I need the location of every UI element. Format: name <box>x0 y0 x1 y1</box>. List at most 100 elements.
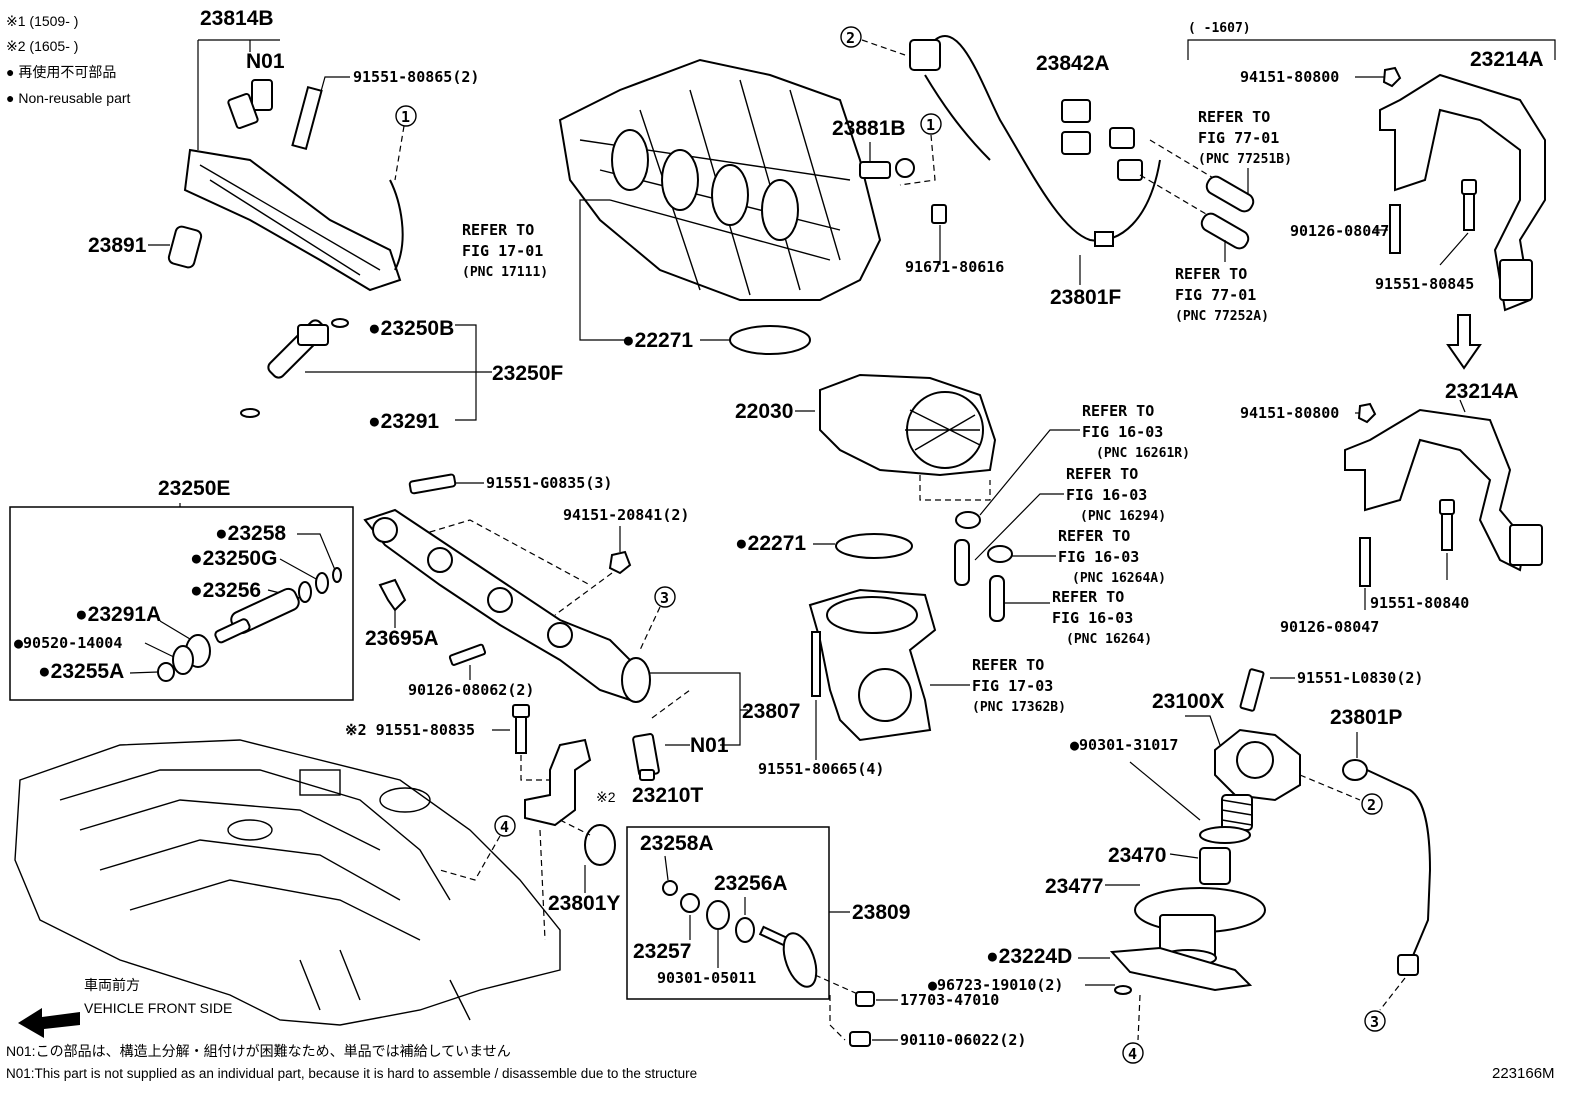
dash-1-top <box>394 125 405 181</box>
dash-23210T <box>651 689 691 719</box>
bolt-g0835-icon <box>408 473 457 495</box>
label-23477: 23477 <box>1045 875 1103 898</box>
bolt-90110-icon <box>849 1031 871 1047</box>
circle-2-pump-label: 2 <box>1367 796 1376 814</box>
label-23250F: 23250F <box>492 362 563 385</box>
circle-4-left-label: 4 <box>500 818 509 836</box>
bracket-23214A-top-icon <box>1379 73 1546 312</box>
injector-icon <box>240 318 349 418</box>
dash-4-left <box>439 835 501 881</box>
label-90110-06022: 90110-06022(2) <box>900 1031 1026 1049</box>
bolt-91551-80840-icon <box>1439 499 1455 551</box>
bolt-icon <box>291 85 323 151</box>
label-23809: 23809 <box>852 901 910 924</box>
label-23210T: 23210T <box>632 784 703 807</box>
hose-icons <box>1200 175 1255 250</box>
ref-16264: REFER TO FIG 16-03 (PNC 16264) <box>1052 588 1152 647</box>
label-91551-80845: 91551-80845 <box>1375 275 1474 293</box>
pressure-sensor-icon <box>227 79 273 130</box>
dash-4-pump <box>1137 994 1141 1041</box>
bolt-l0830-icon <box>1239 668 1265 712</box>
svg-text:FIG 77-01: FIG 77-01 <box>1198 129 1279 147</box>
circle-1-mid-label: 1 <box>926 116 935 134</box>
circle-3-pump-label: 3 <box>1370 1013 1379 1031</box>
leader-16261R <box>979 429 1080 516</box>
label-22271-top: ●22271 <box>622 329 693 352</box>
box-23809 <box>626 826 830 1000</box>
circle-4-pump <box>1122 1042 1144 1064</box>
fuel-pipe-23801F-icon <box>909 35 1161 247</box>
circle-3-mid <box>654 586 676 608</box>
dash-3-mid <box>639 606 661 651</box>
bolt-80835-icon <box>512 704 530 754</box>
label-23256A: 23256A <box>714 872 788 895</box>
svg-text:(PNC 16294): (PNC 16294) <box>1080 509 1166 524</box>
dash-rail <box>419 519 591 586</box>
dash-80835 <box>520 755 550 781</box>
bolt-91551-80845-icon <box>1461 179 1477 231</box>
ref-16261R: REFER TO FIG 16-03 (PNC 16261R) <box>1082 402 1190 461</box>
pressure-sensor-23210T-icon <box>632 733 660 781</box>
circle-2-top <box>840 26 862 48</box>
label-94151-20841: 94151-20841(2) <box>563 506 689 524</box>
stud-bottom-icon <box>1359 537 1371 587</box>
circle-4-pump-label: 4 <box>1128 1045 1137 1063</box>
label-23891: 23891 <box>88 234 147 257</box>
label-90301-31017: ●90301-31017 <box>1070 736 1178 754</box>
label-23881B: 23881B <box>832 117 906 140</box>
leader-manifold <box>579 199 625 341</box>
legend-nonreusable-en: ● Non-reusable part <box>6 90 131 106</box>
label-94151-80800-bottom: 94151-80800 <box>1240 404 1339 422</box>
label-23256: ●23256 <box>190 579 261 602</box>
label-23250E: 23250E <box>158 477 230 500</box>
nut-20841-icon <box>608 550 632 575</box>
clamp-23881B-icon <box>859 158 915 179</box>
circle-1-top-label: 1 <box>401 108 410 126</box>
label-23695A: 23695A <box>365 627 439 650</box>
lifter-23470-icon <box>1199 847 1231 885</box>
label-23258A: 23258A <box>640 832 714 855</box>
label-90520-14004: ●90520-14004 <box>14 634 122 652</box>
circle-2-pump <box>1361 793 1383 815</box>
footer-n01-en: N01:This part is not supplied as an indi… <box>6 1066 697 1081</box>
check-valve-parts-icon <box>662 880 818 988</box>
label-23801F: 23801F <box>1050 286 1121 309</box>
svg-text:FIG 16-03: FIG 16-03 <box>1082 423 1163 441</box>
label-23807: 23807 <box>742 700 800 723</box>
bracket-23801Y-icon <box>524 738 616 866</box>
gasket-ring-icon <box>729 325 811 355</box>
label-17703-47010: 17703-47010 <box>900 991 999 1009</box>
dash-hoses <box>1139 139 1251 241</box>
dash-20841 <box>554 572 613 616</box>
dash-2-top <box>861 39 906 56</box>
circle-3-mid-label: 3 <box>660 589 669 607</box>
svg-text:FIG 16-03: FIG 16-03 <box>1066 486 1147 504</box>
leader-23258A <box>664 855 669 881</box>
figure-id: 223166M <box>1492 1065 1555 1082</box>
label-23801Y: 23801Y <box>548 892 620 915</box>
label-90126-08047-bottom: 90126-08047 <box>1280 618 1379 636</box>
footer-n01-jp: N01:この部品は、構造上分解・組付けが困難なため、単品では補給していません <box>6 1043 511 1059</box>
stud-08062-icon <box>448 643 487 666</box>
leader-90301-31017 <box>1129 761 1201 821</box>
front-arrow-icon <box>18 1008 80 1038</box>
label-23814B: 23814B <box>200 7 274 30</box>
label-91551-80865: 91551-80865(2) <box>353 68 479 86</box>
svg-text:REFER TO: REFER TO <box>1198 108 1270 126</box>
dash-throttle <box>919 475 991 501</box>
nut-top-icon <box>1382 66 1402 88</box>
svg-text:FIG 77-01: FIG 77-01 <box>1175 286 1256 304</box>
label-22030: 22030 <box>735 400 793 423</box>
ref-17362B: REFER TO FIG 17-03 (PNC 17362B) <box>972 656 1066 715</box>
svg-text:FIG 17-03: FIG 17-03 <box>972 677 1053 695</box>
leader-91551-80845 <box>1439 232 1469 266</box>
range-1607-bracket <box>1187 39 1556 60</box>
circle-3-pump <box>1364 1010 1386 1032</box>
dash-23801Y <box>559 819 591 836</box>
label-23291: ●23291 <box>368 410 439 433</box>
clip-23695A-icon <box>378 578 407 612</box>
leader-91551-80865 <box>319 76 350 96</box>
plug-17703-icon <box>855 991 875 1007</box>
label-90126-08062: 90126-08062(2) <box>408 681 534 699</box>
